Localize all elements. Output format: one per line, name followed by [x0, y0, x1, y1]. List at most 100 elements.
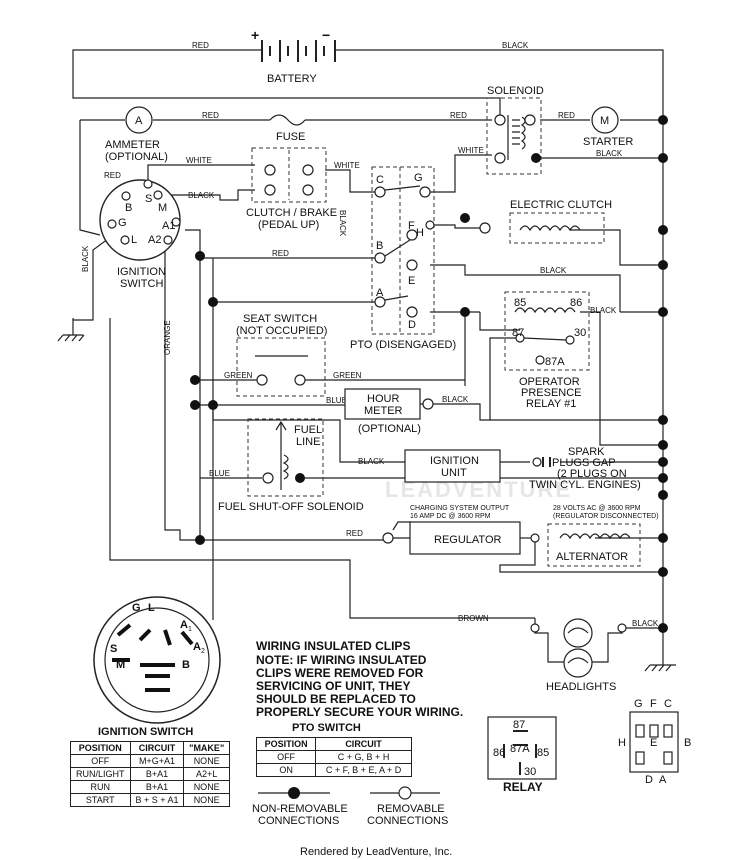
- note-line-4: SHOULD BE REPLACED TO: [256, 692, 416, 706]
- face-s: S: [110, 643, 117, 655]
- charging-note-2: 16 AMP DC @ 3600 RPM: [410, 513, 491, 520]
- pto-cell: OFF: [255, 750, 317, 764]
- conn-d: D: [645, 774, 653, 786]
- face-l: L: [148, 602, 155, 614]
- battery: + − BATTERY: [251, 27, 336, 85]
- table-row: ON C + F, B + E, A + D: [255, 763, 412, 777]
- face-a2-sub: 2: [201, 648, 205, 655]
- wiring-note: WIRING INSULATED CLIPS NOTE: IF WIRING I…: [256, 639, 463, 719]
- pto-table-title: PTO SWITCH: [292, 722, 361, 734]
- wire-label-black: BLACK: [358, 457, 385, 466]
- face-a1-sub: 1: [188, 626, 192, 633]
- seat-switch: SEAT SWITCH (NOT OCCUPIED): [236, 313, 327, 397]
- wire-label-blue: BLUE: [209, 469, 230, 478]
- wire-label-black: BLACK: [338, 210, 347, 237]
- ign-pin-g: G: [118, 217, 127, 229]
- conn-a: A: [659, 774, 667, 786]
- pto-pin-a: A: [376, 287, 384, 299]
- spark-plugs: SPARK PLUGS GAP (2 PLUGS ON TWIN CYL. EN…: [529, 446, 641, 491]
- fuel-shutoff-solenoid: FUEL LINE FUEL SHUT-OFF SOLENOID: [218, 418, 364, 513]
- starter-motor: M STARTER: [583, 106, 633, 148]
- wire-label-black: BLACK: [596, 149, 623, 158]
- regulator-label: REGULATOR: [434, 534, 501, 546]
- wire-label-black: BLACK: [188, 191, 215, 200]
- ign-col-position: POSITION: [70, 741, 131, 755]
- wire-label-white: WHITE: [334, 161, 360, 170]
- ignition-switch-label-1: IGNITION: [117, 266, 166, 278]
- wire-label-red: RED: [192, 41, 209, 50]
- spark-label-3: (2 PLUGS ON: [557, 468, 627, 480]
- ammeter: A AMMETER (OPTIONAL): [105, 106, 168, 163]
- spark-label-4: TWIN CYL. ENGINES): [529, 479, 641, 491]
- ign-pin-s: S: [145, 193, 152, 205]
- starter-label: STARTER: [583, 136, 633, 148]
- hour-meter: HOUR METER (OPTIONAL): [344, 388, 434, 435]
- legend-nonrem-2: CONNECTIONS: [258, 815, 339, 827]
- ign-cell: NONE: [183, 780, 230, 794]
- solenoid: SOLENOID: [486, 85, 544, 175]
- alternator-note-2: (REGULATOR DISCONNECTED): [553, 513, 659, 520]
- face-a1: A: [180, 619, 188, 631]
- hour-meter-label-2: METER: [364, 405, 403, 417]
- starter-m: M: [600, 115, 609, 127]
- pto-pin-b: B: [376, 240, 383, 252]
- clutch-brake-sub: (PEDAL UP): [258, 219, 319, 231]
- legend-rem-2: CONNECTIONS: [367, 815, 448, 827]
- fuel-line-label-1: FUEL: [294, 424, 322, 436]
- clutch-brake-label: CLUTCH / BRAKE: [246, 207, 337, 219]
- pto-pin-g: G: [414, 172, 423, 184]
- ign-cell: M+G+A1: [129, 754, 185, 768]
- fuel-solenoid-label: FUEL SHUT-OFF SOLENOID: [218, 501, 364, 513]
- pto-table: POSITION CIRCUIT OFF C + G, B + H ON C +…: [255, 737, 412, 777]
- ign-cell: RUN/LIGHT: [70, 767, 131, 781]
- pto-pin-f: F: [408, 220, 415, 232]
- battery-label: BATTERY: [267, 73, 317, 85]
- ign-pin-m: M: [158, 202, 167, 214]
- ign-cell: A2+L: [183, 767, 230, 781]
- wire-label-red: RED: [104, 171, 121, 180]
- pto-pin-d: D: [408, 319, 416, 331]
- ign-col-circuit: CIRCUIT: [129, 741, 185, 755]
- wire-label-orange: ORANGE: [163, 320, 172, 355]
- note-line-2: CLIPS WERE REMOVED FOR: [256, 666, 424, 680]
- wire-label-brown: BROWN: [458, 614, 489, 623]
- legend-nonrem-1: NON-REMOVABLE: [252, 803, 348, 815]
- ammeter-sub: (OPTIONAL): [105, 151, 168, 163]
- ign-cell: NONE: [183, 793, 230, 807]
- relay-legend-87a: 87A: [510, 743, 530, 755]
- ignition-table-title: IGNITION SWITCH: [98, 726, 194, 738]
- face-g: G: [132, 602, 141, 614]
- wire-label-black: BLACK: [81, 245, 90, 272]
- relay-legend-85: 85: [537, 747, 549, 759]
- table-row: RUN B+A1 NONE: [70, 780, 230, 794]
- ign-cell: B + S + A1: [129, 793, 185, 807]
- wires: [57, 49, 676, 672]
- note-line-5: PROPERLY SECURE YOUR WIRING.: [256, 705, 463, 719]
- conn-c: C: [664, 698, 672, 710]
- fuse-label: FUSE: [276, 131, 305, 143]
- ign-pin-l: L: [131, 234, 137, 246]
- footer: Rendered by LeadVenture, Inc.: [300, 846, 452, 858]
- wire-label-black: BLACK: [540, 266, 567, 275]
- pto-col-position: POSITION: [255, 737, 317, 751]
- relay-pin-30: 30: [574, 327, 586, 339]
- connector-legend: G F C H E B D A: [618, 698, 691, 786]
- ign-cell: OFF: [70, 754, 131, 768]
- table-row: START B + S + A1 NONE: [70, 793, 230, 807]
- face-m: M: [116, 659, 125, 671]
- wire-label-white: WHITE: [458, 146, 484, 155]
- ign-cell: RUN: [70, 780, 131, 794]
- wire-label-green: GREEN: [333, 371, 362, 380]
- connections-legend: NON-REMOVABLE CONNECTIONS REMOVABLE CONN…: [252, 786, 448, 827]
- relay-pin-87: 87: [512, 327, 524, 339]
- relay-legend-30: 30: [524, 766, 536, 778]
- pto-col-circuit: CIRCUIT: [315, 737, 412, 751]
- fuse: FUSE: [269, 114, 306, 143]
- pto-cell: C + G, B + H: [315, 750, 412, 764]
- operator-presence-relay: 85 86 87 30 87A OPERATOR PRESENCE RELAY …: [504, 291, 590, 410]
- ign-col-make: "MAKE": [183, 741, 230, 755]
- clutch-brake-switch: CLUTCH / BRAKE (PEDAL UP): [246, 147, 337, 231]
- ammeter-label: AMMETER: [105, 139, 160, 151]
- wire-label-black: BLACK: [590, 306, 617, 315]
- alternator-note-1: 28 VOLTS AC @ 3600 RPM: [553, 505, 641, 512]
